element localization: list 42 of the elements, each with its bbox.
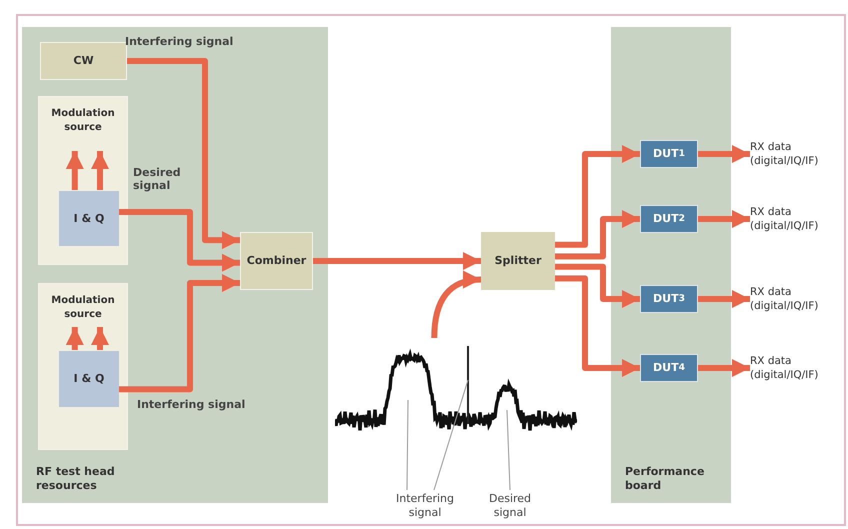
arrow xyxy=(555,210,640,260)
source-box xyxy=(38,283,128,450)
output-text: RX data (digital/IQ/IF) xyxy=(750,352,848,384)
source-box xyxy=(38,96,128,265)
generator-box: I & Q xyxy=(59,191,119,246)
arrow xyxy=(698,145,750,163)
arrow xyxy=(118,209,240,272)
leader-line xyxy=(506,410,510,490)
process-box: Combiner xyxy=(240,232,313,290)
edge-label: Interfering signal xyxy=(125,35,234,48)
arrow xyxy=(91,151,109,190)
output-text: RX data (digital/IQ/IF) xyxy=(750,138,848,170)
process-box: Splitter xyxy=(481,232,555,290)
arrow xyxy=(698,290,750,308)
arrow xyxy=(127,58,240,250)
output-text: RX data (digital/IQ/IF) xyxy=(750,283,848,315)
panel xyxy=(22,27,328,503)
panel-heading: Performance board xyxy=(625,465,706,493)
edge-label: Interfering signal xyxy=(137,398,246,411)
generator-box: I & Q xyxy=(59,351,119,407)
output-text: RX data (digital/IQ/IF) xyxy=(750,203,848,235)
arrow xyxy=(555,145,640,248)
arrow xyxy=(431,272,482,338)
arrow xyxy=(313,252,481,270)
arrow xyxy=(91,327,109,350)
process-box: CW xyxy=(40,42,127,80)
arrow xyxy=(118,274,240,392)
leader-line xyxy=(434,380,468,490)
annotation-text: Desired signal xyxy=(480,490,540,522)
arrow xyxy=(66,151,84,190)
arrow xyxy=(66,327,84,350)
panel-heading: RF test head resources xyxy=(36,465,116,493)
arrow xyxy=(555,275,640,377)
annotation-text: Interfering signal xyxy=(380,490,470,522)
arrow xyxy=(698,359,750,377)
arrow xyxy=(555,264,640,308)
panel-heading: Modulation source xyxy=(50,107,116,135)
panel xyxy=(611,27,731,503)
leader-line xyxy=(406,400,408,490)
edge-label: Desired signal xyxy=(133,166,182,192)
arrow xyxy=(698,210,750,228)
panel-heading: Modulation source xyxy=(50,294,116,322)
